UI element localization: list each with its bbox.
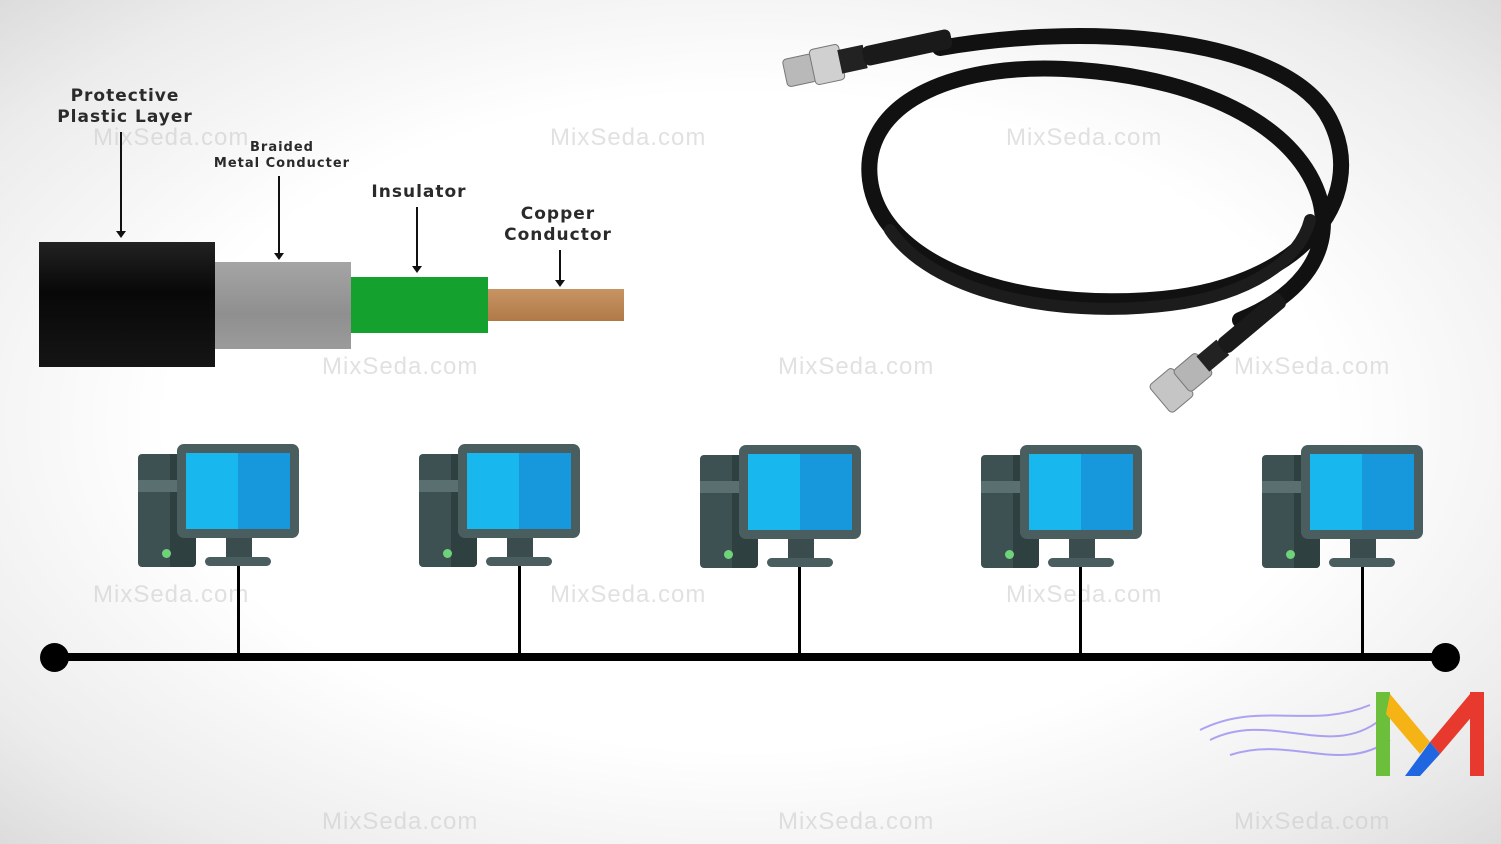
label-line: Conductor	[504, 225, 612, 246]
watermark-text: MixSeda.com	[322, 353, 479, 380]
bus-backbone-line	[55, 653, 1445, 661]
arrow-down-icon	[274, 176, 284, 260]
drop-line	[1079, 567, 1082, 657]
computer-icon	[700, 445, 862, 569]
label-line: Protective	[70, 86, 180, 106]
watermark-text: MixSeda.com	[550, 581, 707, 608]
arrow-down-icon	[116, 132, 126, 238]
watermark-text: MixSeda.com	[550, 124, 707, 151]
label-line: Metal Conducter	[213, 156, 351, 172]
copper-conductor	[488, 289, 624, 321]
mixseda-logo	[1199, 692, 1484, 776]
watermark-text: MixSeda.com	[1006, 581, 1163, 608]
computer-icon	[419, 444, 581, 568]
bnc-connector-bottom	[1149, 292, 1286, 413]
watermark-text: MixSeda.com	[778, 808, 935, 835]
label-copper-conductor: Copper Conductor	[498, 204, 618, 247]
arrow-down-icon	[412, 207, 422, 273]
label-line: Braided	[250, 140, 314, 155]
drop-line	[798, 567, 801, 657]
watermark-text: MixSeda.com	[93, 581, 250, 608]
braided-metal-conductor	[215, 262, 351, 349]
label-line: Plastic Layer	[57, 107, 193, 128]
drop-line	[237, 566, 240, 657]
computer-icon	[1262, 445, 1424, 569]
terminator-right	[1431, 643, 1460, 672]
watermark-text: MixSeda.com	[1234, 808, 1391, 835]
protective-plastic-layer	[39, 242, 215, 367]
insulator	[351, 277, 488, 333]
computer-icon	[138, 444, 300, 568]
label-protective-plastic-layer: Protective Plastic Layer	[55, 86, 195, 129]
computer-icon	[981, 445, 1143, 569]
drop-line	[518, 566, 521, 657]
drop-line	[1361, 567, 1364, 657]
label-line: Copper	[520, 204, 596, 224]
terminator-left	[40, 643, 69, 672]
label-braided-metal-conducter: Braided Metal Conducter	[212, 140, 352, 173]
coaxial-cable-illustration	[782, 28, 1349, 413]
arrow-down-icon	[555, 250, 565, 287]
watermark-text: MixSeda.com	[322, 808, 479, 835]
label-insulator: Insulator	[371, 182, 467, 202]
bnc-connector-top	[782, 29, 953, 87]
